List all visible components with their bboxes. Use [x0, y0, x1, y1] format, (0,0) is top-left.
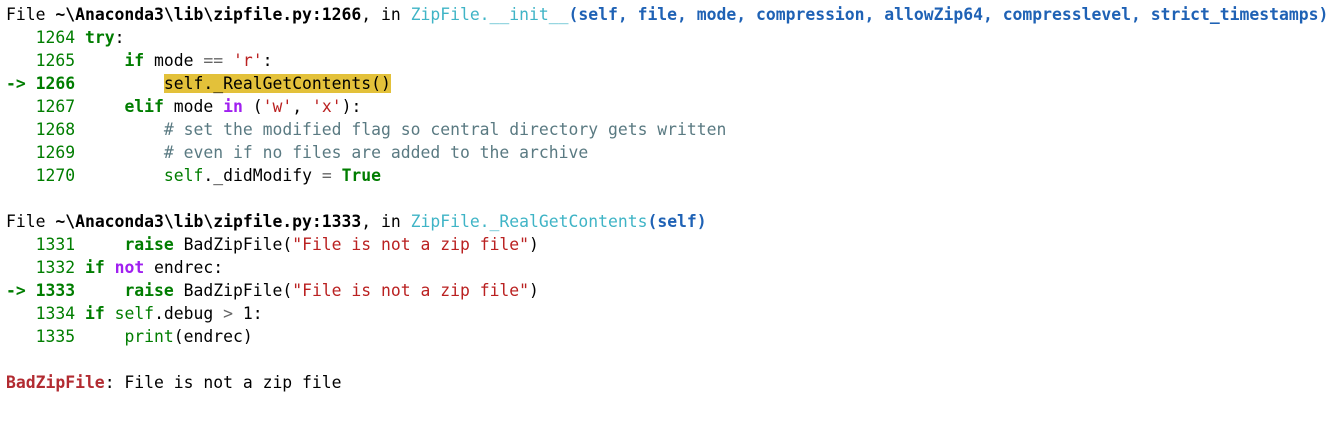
string-literal: "File is not a zip file"	[292, 281, 530, 300]
line-number: 1334	[35, 304, 85, 323]
spacer	[6, 348, 1336, 371]
string-literal: 'r'	[233, 51, 263, 70]
code-line-1267: 1267 elif mode in ('w', 'x'):	[6, 95, 1336, 118]
highlighted-code: self._RealGetContents()	[163, 74, 391, 93]
error-message: : File is not a zip file	[104, 373, 342, 392]
self-keyword: self	[114, 304, 155, 323]
indent	[85, 143, 164, 162]
function-name: ZipFile._RealGetContents	[410, 212, 648, 231]
code-text: :	[114, 28, 125, 47]
line-number: 1335	[35, 327, 85, 346]
file-path-link[interactable]: ~\Anaconda3\lib\zipfile.py:1333	[55, 212, 362, 231]
code-line-1266-current: -> 1266 self._RealGetContents()	[6, 72, 1336, 95]
code-text: endrec:	[144, 258, 224, 277]
indent	[85, 97, 124, 116]
indent	[85, 166, 164, 185]
frame-header: File ~\Anaconda3\lib\zipfile.py:1266, in…	[6, 3, 1336, 26]
code-line-1332: 1332 if not endrec:	[6, 256, 1336, 279]
builtin-function: print	[124, 327, 174, 346]
current-line-arrow: -> 1266	[6, 74, 85, 93]
file-label: File	[6, 212, 56, 231]
code-line-1334: 1334 if self.debug > 1:	[6, 302, 1336, 325]
operator: ==	[203, 51, 224, 70]
code-line-1269: 1269 # even if no files are added to the…	[6, 141, 1336, 164]
code-text	[105, 258, 115, 277]
code-text: mode	[144, 51, 204, 70]
code-text: :	[262, 51, 273, 70]
indent	[85, 51, 124, 70]
line-number: 1331	[35, 235, 85, 254]
code-comment: # set the modified flag so central direc…	[163, 120, 727, 139]
line-number: 1264	[35, 28, 85, 47]
code-text: )	[529, 281, 539, 300]
code-text: (	[242, 97, 263, 116]
code-text: BadZipFile(	[173, 235, 293, 254]
code-text: .debug	[154, 304, 224, 323]
code-text: BadZipFile(	[173, 281, 293, 300]
operator: >	[223, 304, 234, 323]
indent	[85, 120, 164, 139]
line-number: 1269	[35, 143, 85, 162]
indent	[85, 327, 124, 346]
current-line-arrow: -> 1333	[6, 281, 85, 300]
line-number: 1267	[35, 97, 85, 116]
code-line-1333-current: -> 1333 raise BadZipFile("File is not a …	[6, 279, 1336, 302]
code-text: ,	[292, 97, 312, 116]
keyword: in	[223, 97, 243, 116]
code-text	[223, 51, 233, 70]
in-label: , in	[361, 5, 411, 24]
code-line-1268: 1268 # set the modified flag so central …	[6, 118, 1336, 141]
string-literal: 'w'	[262, 97, 293, 116]
operator: =	[321, 166, 332, 185]
indent	[85, 235, 124, 254]
code-text: :	[252, 304, 263, 323]
self-keyword: self	[163, 166, 204, 185]
keyword: raise	[124, 281, 174, 300]
error-line: BadZipFile: File is not a zip file	[6, 371, 1336, 394]
code-text: mode	[163, 97, 224, 116]
indent	[85, 281, 124, 300]
keyword: raise	[124, 235, 174, 254]
code-comment: # even if no files are added to the arch…	[163, 143, 589, 162]
code-line-1270: 1270 self._didModify = True	[6, 164, 1336, 187]
code-text: )	[529, 235, 539, 254]
keyword: if	[124, 51, 145, 70]
code-text: ._didModify	[203, 166, 322, 185]
file-path-link[interactable]: ~\Anaconda3\lib\zipfile.py:1266	[55, 5, 362, 24]
code-text	[332, 166, 342, 185]
code-line-1331: 1331 raise BadZipFile("File is not a zip…	[6, 233, 1336, 256]
spacer	[6, 187, 1336, 210]
line-number: 1268	[35, 120, 85, 139]
code-text: (endrec)	[173, 327, 253, 346]
code-text	[105, 304, 115, 323]
keyword: not	[114, 258, 145, 277]
code-text: ):	[341, 97, 362, 116]
file-label: File	[6, 5, 56, 24]
code-text: 1	[233, 304, 253, 323]
line-number: 1270	[35, 166, 85, 185]
error-type: BadZipFile	[6, 373, 105, 392]
keyword: try	[84, 28, 115, 47]
string-literal: 'x'	[312, 97, 342, 116]
keyword: if	[84, 258, 105, 277]
traceback-output: File ~\Anaconda3\lib\zipfile.py:1266, in…	[6, 3, 1336, 394]
indent	[85, 74, 164, 93]
line-number: 1265	[35, 51, 85, 70]
string-literal: "File is not a zip file"	[292, 235, 530, 254]
code-line-1265: 1265 if mode == 'r':	[6, 49, 1336, 72]
keyword: elif	[124, 97, 164, 116]
function-signature: (self)	[647, 212, 707, 231]
in-label: , in	[361, 212, 411, 231]
code-line-1335: 1335 print(endrec)	[6, 325, 1336, 348]
keyword: if	[84, 304, 105, 323]
function-signature: (self, file, mode, compression, allowZip…	[568, 5, 1329, 24]
function-name: ZipFile.__init__	[410, 5, 569, 24]
frame-header: File ~\Anaconda3\lib\zipfile.py:1333, in…	[6, 210, 1336, 233]
keyword: True	[341, 166, 382, 185]
code-line-1264: 1264 try:	[6, 26, 1336, 49]
line-number: 1332	[35, 258, 85, 277]
